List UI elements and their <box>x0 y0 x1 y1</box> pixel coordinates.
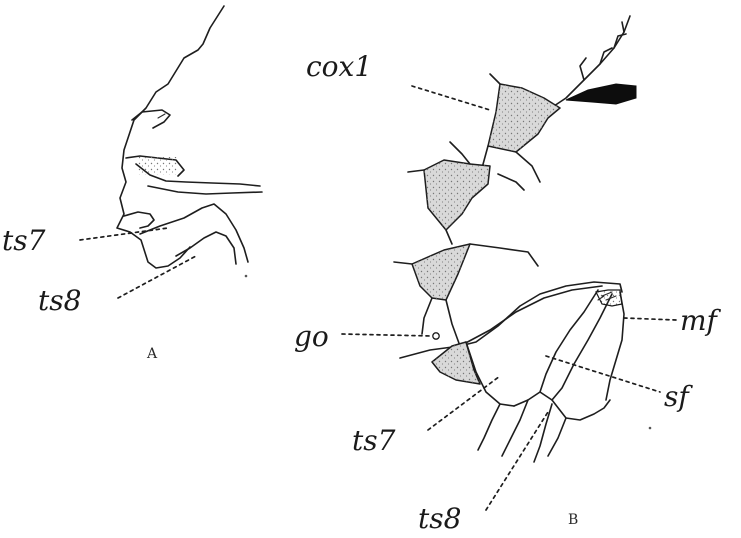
leader-ts8-a <box>118 256 196 298</box>
label-ts8-b: ts8 <box>418 502 461 535</box>
label-ts7-b: ts7 <box>352 424 396 457</box>
panel-a-drawing <box>117 6 262 277</box>
label-cox1: cox1 <box>306 50 372 83</box>
label-ts7-a: ts7 <box>2 224 46 257</box>
label-mf: mf <box>680 304 722 337</box>
leader-go <box>342 334 432 336</box>
leader-mf <box>624 318 676 320</box>
label-go: go <box>294 320 329 353</box>
label-sf: sf <box>664 380 693 413</box>
panel-b-drawing <box>394 16 651 462</box>
leader-cox1 <box>412 86 490 110</box>
panel-label-b: B <box>568 512 578 528</box>
leader-ts7-b <box>428 376 500 430</box>
panel-label-a: A <box>146 346 158 362</box>
label-ts8-a: ts8 <box>38 284 81 317</box>
